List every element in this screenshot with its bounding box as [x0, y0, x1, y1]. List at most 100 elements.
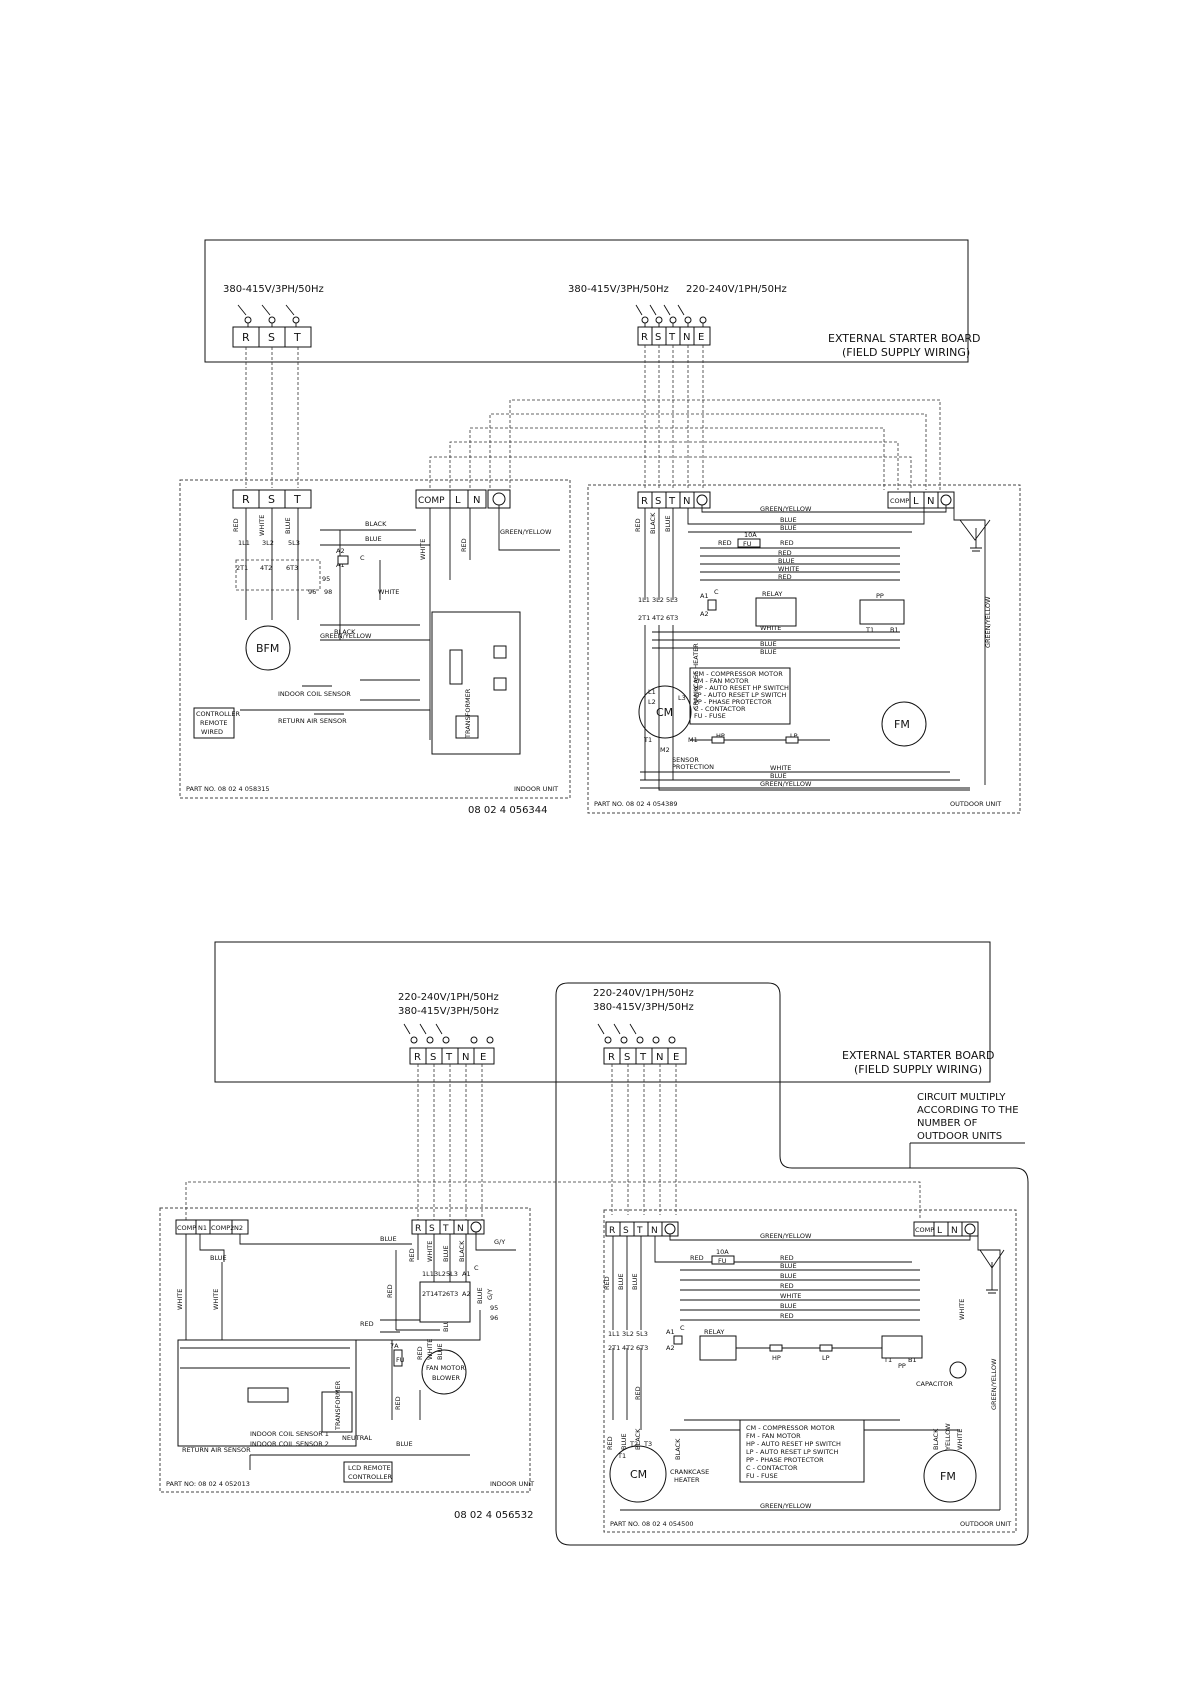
top-diagram: EXTERNAL STARTER BOARD (FIELD SUPPLY WIR…	[179, 239, 1021, 816]
svg-text:GREEN/YELLOW: GREEN/YELLOW	[990, 1358, 998, 1410]
svg-text:N: N	[651, 1226, 658, 1236]
svg-text:COMP: COMP	[890, 497, 909, 505]
top-outdoor-legend: CM - COMPRESSOR MOTOR FM - FAN MOTOR HP …	[689, 667, 791, 725]
svg-text:NUMBER OF: NUMBER OF	[917, 1118, 978, 1129]
svg-text:4T2: 4T2	[652, 614, 664, 622]
svg-text:BLUE: BLUE	[617, 1273, 625, 1290]
svg-text:BLUE: BLUE	[780, 1272, 797, 1280]
svg-text:T1: T1	[643, 736, 652, 744]
bottom-indoor-part-no: PART NO: 08 02 4 052013	[166, 1480, 250, 1488]
svg-text:BLUE: BLUE	[436, 1343, 444, 1360]
svg-text:HP - AUTO RESET HP SWITCH: HP - AUTO RESET HP SWITCH	[746, 1440, 841, 1448]
svg-text:96: 96	[490, 1314, 498, 1322]
svg-text:N: N	[462, 1052, 469, 1063]
top-indoor-unit-frame	[179, 479, 571, 799]
svg-text:A2: A2	[462, 1290, 471, 1298]
svg-text:WHITE: WHITE	[426, 1339, 434, 1360]
svg-text:5L3: 5L3	[636, 1330, 648, 1338]
svg-text:1L1: 1L1	[422, 1270, 434, 1278]
top-supply-right-1ph: 220-240V/1PH/50Hz	[686, 284, 787, 295]
svg-text:2T1: 2T1	[638, 614, 650, 622]
top-outdoor-hp-lp: HP LP	[690, 732, 830, 744]
bottom-indoor-fuse: 7A FU	[390, 1342, 405, 1367]
svg-text:RETURN AIR SENSOR: RETURN AIR SENSOR	[182, 1446, 251, 1454]
svg-text:WIRED: WIRED	[201, 728, 223, 736]
svg-text:T: T	[639, 1052, 647, 1063]
svg-text:A1: A1	[666, 1328, 675, 1336]
svg-text:GREEN/YELLOW: GREEN/YELLOW	[760, 1232, 812, 1240]
svg-text:BLUE: BLUE	[620, 1433, 628, 1450]
svg-text:N: N	[457, 1224, 464, 1234]
svg-text:L: L	[937, 1226, 942, 1236]
svg-text:BLUE: BLUE	[442, 1315, 450, 1332]
svg-text:GREEN/YELLOW: GREEN/YELLOW	[760, 780, 812, 788]
svg-text:5L3: 5L3	[288, 539, 300, 547]
bottom-outdoor-part-no: PART NO. 08 02 4 054500	[610, 1520, 694, 1528]
svg-text:95: 95	[490, 1304, 498, 1312]
svg-text:COMP: COMP	[915, 1226, 934, 1234]
svg-text:E: E	[673, 1052, 679, 1063]
svg-text:1L1: 1L1	[608, 1330, 620, 1338]
svg-text:96: 96	[308, 588, 316, 596]
svg-text:3L2: 3L2	[434, 1270, 446, 1278]
svg-text:N2: N2	[234, 1224, 243, 1232]
svg-text:BLUE: BLUE	[476, 1287, 484, 1304]
svg-text:CM: CM	[656, 706, 673, 719]
top-ext-board-sub: (FIELD SUPPLY WIRING)	[842, 346, 970, 359]
svg-text:10A: 10A	[716, 1248, 729, 1256]
svg-text:T2: T2	[629, 1440, 638, 1448]
svg-text:T: T	[293, 331, 301, 344]
svg-text:BLACK: BLACK	[634, 1428, 642, 1450]
bottom-outdoor-fan-motor: FM	[923, 1449, 977, 1503]
svg-text:5L3: 5L3	[666, 596, 678, 604]
svg-text:95: 95	[322, 575, 330, 583]
top-drawing-no: 08 02 4 056344	[468, 805, 548, 816]
svg-text:FU: FU	[396, 1356, 405, 1364]
svg-text:C: C	[714, 588, 719, 596]
svg-text:RELAY: RELAY	[762, 590, 782, 598]
bottom-indoor-terminals: COMP N1 COMP2 N2 R S T N	[175, 1219, 485, 1235]
svg-text:NEUTRAL: NEUTRAL	[342, 1434, 372, 1442]
svg-text:RED: RED	[778, 573, 792, 581]
svg-text:L: L	[455, 495, 461, 506]
svg-text:RED: RED	[634, 518, 642, 532]
svg-text:R: R	[415, 1224, 421, 1234]
svg-text:YELLOW: YELLOW	[944, 1423, 952, 1451]
bottom-ext-board-title: EXTERNAL STARTER BOARD	[842, 1049, 994, 1062]
svg-text:PROTECTION: PROTECTION	[672, 763, 714, 771]
svg-text:7A: 7A	[390, 1342, 399, 1350]
svg-text:WHITE: WHITE	[378, 588, 399, 596]
top-terminal-block-right: R S T N E	[637, 326, 711, 346]
top-outdoor-fan-motor: FM	[881, 701, 927, 747]
top-indoor-unit-label: INDOOR UNIT	[514, 785, 558, 793]
svg-text:WHITE: WHITE	[956, 1429, 964, 1450]
svg-text:BLUE: BLUE	[442, 1245, 450, 1262]
top-outdoor-contactor: 1L1 3L2 5L3 2T1 4T2 6T3 A1 A2 C	[638, 588, 719, 622]
svg-text:WHITE: WHITE	[212, 1289, 220, 1310]
bottom-indoor-fan-motor: FAN MOTOR BLOWER	[421, 1349, 467, 1395]
bottom-indoor-pcb: TRANSFORMER NEUTRAL RETURN AIR SENSOR IN…	[177, 1339, 372, 1454]
svg-text:R: R	[242, 331, 250, 344]
svg-text:N1: N1	[198, 1224, 207, 1232]
svg-text:RELAY: RELAY	[704, 1328, 724, 1336]
svg-text:B1: B1	[890, 626, 899, 634]
svg-text:CRANKCASE: CRANKCASE	[670, 1468, 709, 1476]
svg-text:BLACK: BLACK	[674, 1438, 682, 1460]
svg-text:BLUE: BLUE	[284, 517, 292, 534]
bottom-ext-board-sub: (FIELD SUPPLY WIRING)	[854, 1063, 982, 1076]
svg-text:RED: RED	[634, 1386, 642, 1400]
top-terminal-block-left: R S T	[232, 326, 312, 348]
svg-text:L: L	[913, 496, 919, 507]
svg-text:T: T	[668, 332, 676, 343]
svg-text:6T3: 6T3	[446, 1290, 458, 1298]
svg-text:S: S	[430, 1052, 436, 1063]
svg-text:WHITE: WHITE	[426, 1241, 434, 1262]
svg-text:6T3: 6T3	[286, 564, 298, 572]
svg-text:T1: T1	[865, 626, 874, 634]
top-outdoor-wiring	[640, 505, 991, 791]
svg-text:RED: RED	[780, 539, 794, 547]
svg-text:RED: RED	[416, 1346, 424, 1360]
svg-text:LP - AUTO RESET LP SWITCH: LP - AUTO RESET LP SWITCH	[746, 1448, 838, 1456]
svg-text:FU: FU	[743, 540, 752, 548]
bottom-terminal-block-a: R S T N E	[409, 1047, 495, 1065]
